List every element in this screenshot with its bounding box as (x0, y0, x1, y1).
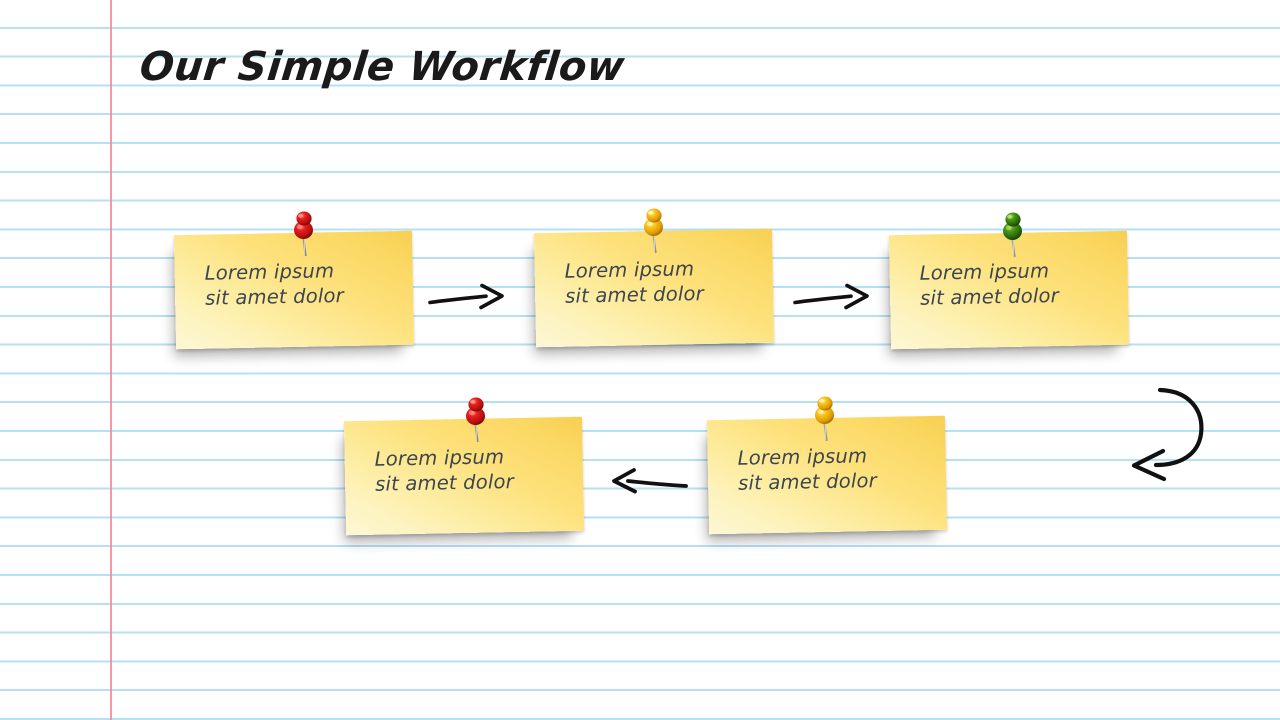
sticky-note-4-text: Lorem ipsum sit amet dolor (374, 445, 515, 496)
arrow-right-icon (428, 281, 516, 321)
sticky-note-5-text: Lorem ipsum sit amet dolor (737, 444, 878, 495)
arrow-right-icon (793, 281, 881, 321)
sticky-note-2-text: Lorem ipsum sit amet dolor (564, 257, 705, 308)
sticky-note-2[interactable]: Lorem ipsum sit amet dolor (533, 228, 775, 348)
arrow-left-icon (608, 466, 690, 506)
notebook-margin-line (110, 0, 112, 720)
sticky-note-4[interactable]: Lorem ipsum sit amet dolor (343, 416, 585, 536)
sticky-note-3[interactable]: Lorem ipsum sit amet dolor (888, 230, 1130, 350)
sticky-note-1[interactable]: Lorem ipsum sit amet dolor (173, 230, 415, 350)
sticky-note-3-text: Lorem ipsum sit amet dolor (919, 259, 1060, 310)
page-title: Our Simple Workflow (137, 44, 627, 90)
sticky-note-1-text: Lorem ipsum sit amet dolor (204, 259, 345, 310)
sticky-note-5[interactable]: Lorem ipsum sit amet dolor (706, 415, 948, 535)
arrow-curved-down-left-icon (1118, 382, 1228, 487)
